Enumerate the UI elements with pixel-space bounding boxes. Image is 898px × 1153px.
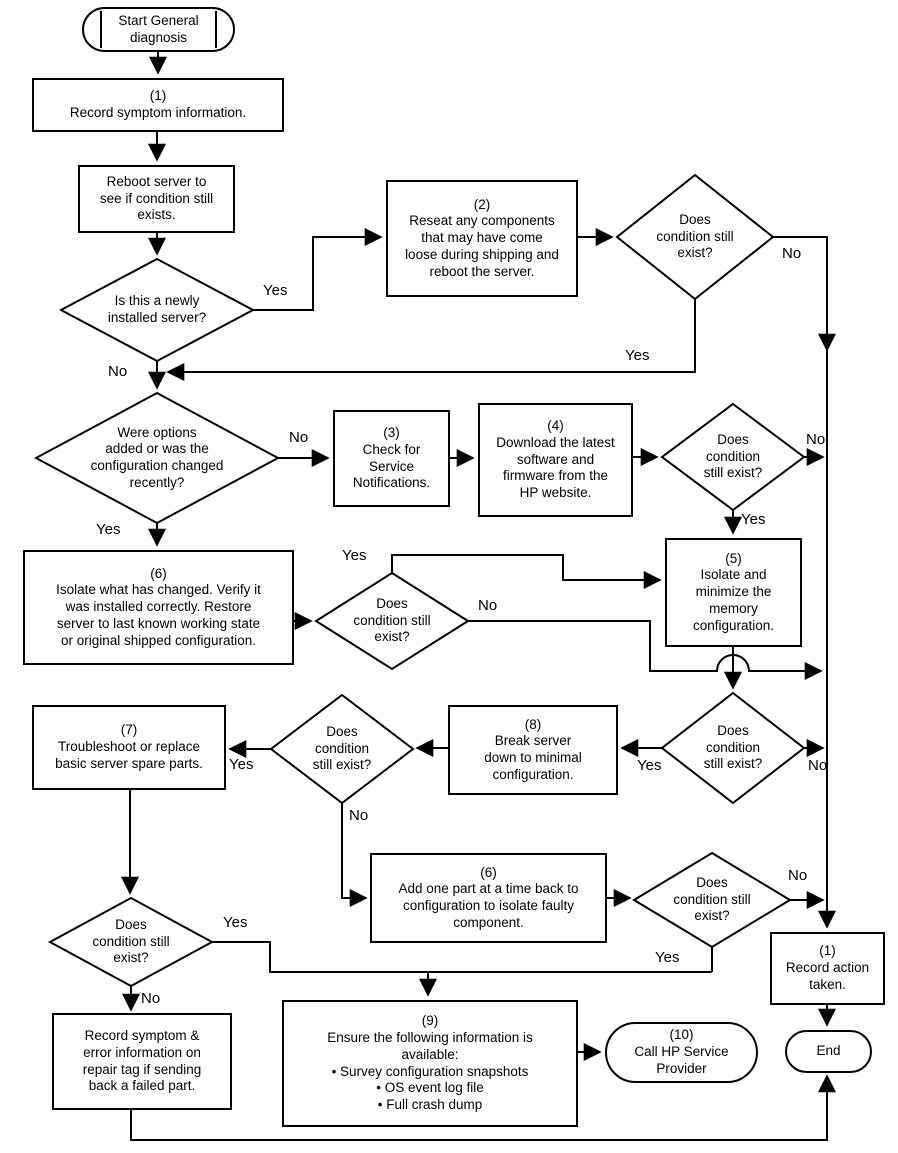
label-yes-cond-memory: Yes xyxy=(637,757,662,774)
terminator-bar-left xyxy=(100,11,102,48)
record-action-taken-label: (1) Record action taken. xyxy=(785,943,870,992)
node-break-server-down: (8) Break server down to minimal configu… xyxy=(448,705,618,795)
decision-cond-spare xyxy=(47,896,215,988)
label-no-options-added: No xyxy=(289,429,309,446)
edge-record-repair-to-end xyxy=(130,1074,836,1141)
end-label: End xyxy=(816,1043,841,1059)
edge-cond-isolate-yes-to-memory xyxy=(391,554,662,589)
label-no-newly-installed: No xyxy=(108,363,128,380)
node-record-action-taken: (1) Record action taken. xyxy=(770,932,885,1005)
edge-cond-spare-yes-join xyxy=(212,941,712,973)
isolate-changed-label: (6) Isolate what has changed. Verify it … xyxy=(56,565,261,648)
break-server-down-label: (8) Break server down to minimal configu… xyxy=(484,716,582,782)
decision-cond-break-label: Does condition still exist? xyxy=(312,723,372,773)
decision-cond-spare-label: Does condition still exist? xyxy=(92,916,170,966)
node-record-repair-tag: Record symptom & error information on re… xyxy=(52,1013,232,1110)
label-yes-cond-isolate: Yes xyxy=(342,547,367,564)
node-reboot-server: Reboot server to see if condition still … xyxy=(78,165,235,233)
decision-cond-memory-label: Does condition still exist? xyxy=(703,722,763,772)
decision-cond-reseat-label: Does condition still exist? xyxy=(656,211,734,261)
edge-cond-reseat-yes-return xyxy=(166,299,696,381)
decision-cond-reseat xyxy=(615,173,775,301)
label-no-cond-download: No xyxy=(806,431,826,448)
node-troubleshoot-spare-parts: (7) Troubleshoot or replace basic server… xyxy=(32,705,226,790)
decision-cond-addpart xyxy=(632,851,792,949)
label-yes-cond-break: Yes xyxy=(229,756,254,773)
ensure-info-label: (9) Ensure the following information is … xyxy=(327,1013,533,1112)
label-no-cond-break: No xyxy=(349,807,369,824)
label-yes-cond-spare: Yes xyxy=(223,914,248,931)
terminator-bar-right xyxy=(215,11,217,48)
start-terminator: Start General diagnosis xyxy=(82,7,235,52)
label-yes-newly-installed: Yes xyxy=(263,282,288,299)
edge-cond-reseat-no-right-line xyxy=(773,236,836,929)
call-hp-label: (10) Call HP Service Provider xyxy=(634,1027,729,1076)
call-hp-terminator: (10) Call HP Service Provider xyxy=(605,1022,758,1083)
record-symptom-label: (1) Record symptom information. xyxy=(69,88,247,120)
label-no-cond-reseat: No xyxy=(782,245,802,262)
label-no-cond-addpart: No xyxy=(788,867,808,884)
node-record-symptom: (1) Record symptom information. xyxy=(32,78,284,132)
decision-options-added xyxy=(33,391,281,525)
label-yes-cond-reseat: Yes xyxy=(625,347,650,364)
node-ensure-info: (9) Ensure the following information is … xyxy=(282,1000,578,1127)
decision-cond-memory xyxy=(660,691,806,805)
node-reseat-components: (2) Reseat any components that may have … xyxy=(386,180,578,297)
node-add-one-part: (6) Add one part at a time back to confi… xyxy=(370,853,607,943)
reseat-components-label: (2) Reseat any components that may have … xyxy=(405,196,559,279)
node-download-firmware: (4) Download the latest software and fir… xyxy=(478,403,633,517)
start-label: Start General diagnosis xyxy=(118,12,199,45)
decision-options-added-label: Were options added or was the configurat… xyxy=(90,424,224,490)
node-isolate-changed: (6) Isolate what has changed. Verify it … xyxy=(23,550,294,665)
service-notifications-label: (3) Check for Service Notifications. xyxy=(352,425,431,491)
label-no-cond-isolate: No xyxy=(478,597,498,614)
label-yes-cond-download: Yes xyxy=(741,511,766,528)
troubleshoot-spare-parts-label: (7) Troubleshoot or replace basic server… xyxy=(55,722,203,771)
download-firmware-label: (4) Download the latest software and fir… xyxy=(496,418,615,501)
decision-cond-addpart-label: Does condition still exist? xyxy=(673,874,751,924)
decision-newly-installed-label: Is this a newly installed server? xyxy=(107,293,207,325)
label-yes-cond-addpart: Yes xyxy=(655,949,680,966)
node-service-notifications: (3) Check for Service Notifications. xyxy=(333,410,450,507)
edge-newly-installed-yes-to-reseat xyxy=(253,228,383,311)
decision-cond-download xyxy=(660,402,806,512)
label-yes-options-added: Yes xyxy=(96,521,121,538)
record-repair-tag-label: Record symptom & error information on re… xyxy=(82,1028,202,1094)
label-no-cond-spare: No xyxy=(141,990,161,1007)
node-isolate-memory: (5) Isolate and minimize the memory conf… xyxy=(665,538,802,647)
decision-cond-isolate-label: Does condition still exist? xyxy=(353,595,431,645)
end-terminator: End xyxy=(785,1030,872,1073)
decision-cond-download-label: Does condition still exist? xyxy=(703,431,763,481)
edge-cond-isolate-no-right-hop xyxy=(468,620,823,680)
decision-newly-installed xyxy=(58,257,256,363)
edge-cond-break-no-to-add-part xyxy=(341,803,368,907)
reboot-server-label: Reboot server to see if condition still … xyxy=(99,173,214,223)
decision-cond-isolate xyxy=(314,571,470,671)
isolate-memory-label: (5) Isolate and minimize the memory conf… xyxy=(692,550,775,633)
add-one-part-label: (6) Add one part at a time back to confi… xyxy=(398,864,579,930)
label-no-cond-memory: No xyxy=(808,757,828,774)
decision-cond-break xyxy=(269,693,415,805)
